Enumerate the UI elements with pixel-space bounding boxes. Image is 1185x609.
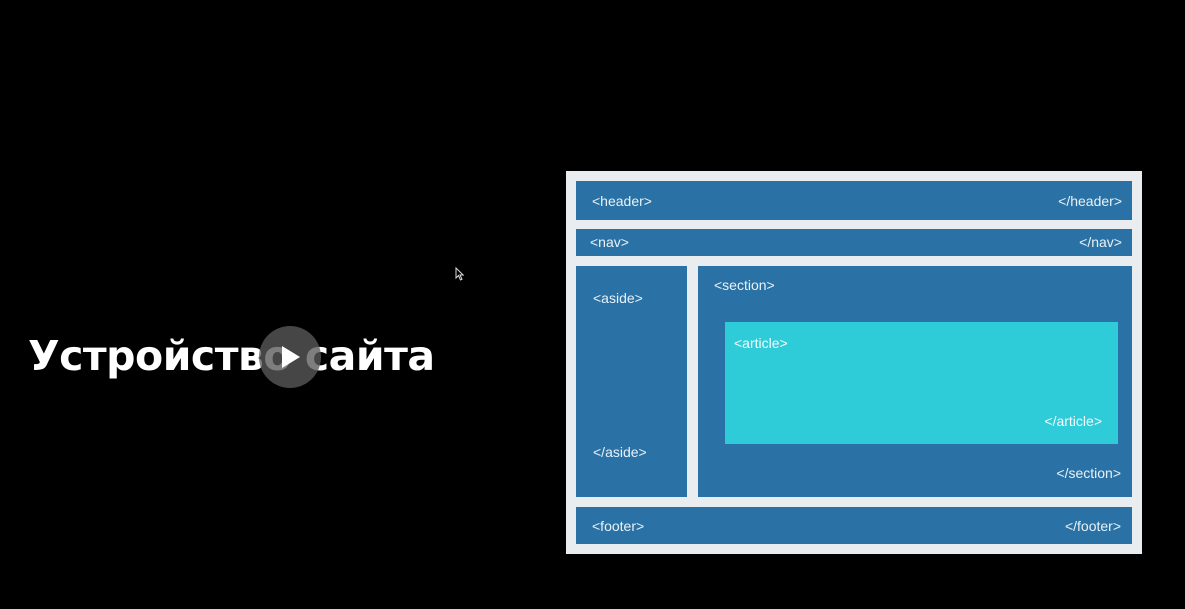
header-block: <header> </header> [576,181,1132,220]
header-close-tag: </header> [1058,193,1122,209]
footer-open-tag: <footer> [592,518,645,534]
aside-open-tag: <aside> [593,290,643,306]
play-button[interactable] [259,326,321,388]
section-close-tag: </section> [1056,465,1121,481]
article-open-tag: <article> [734,335,788,351]
nav-open-tag: <nav> [590,234,629,250]
aside-block: <aside> </aside> [576,266,687,497]
nav-block: <nav> </nav> [576,229,1132,256]
mouse-cursor-icon [455,267,464,281]
nav-close-tag: </nav> [1079,234,1122,250]
play-icon [282,346,300,368]
section-open-tag: <section> [714,277,775,293]
section-block: <section> <article> </article> </section… [698,266,1132,497]
header-open-tag: <header> [592,193,652,209]
footer-block: <footer> </footer> [576,507,1132,544]
aside-close-tag: </aside> [593,444,647,460]
layout-diagram: <header> </header> <nav> </nav> <aside> … [566,171,1142,554]
article-block: <article> </article> [725,322,1118,444]
footer-close-tag: </footer> [1064,518,1121,534]
article-close-tag: </article> [1044,413,1102,429]
slide-title: Устройство сайта [28,332,435,380]
